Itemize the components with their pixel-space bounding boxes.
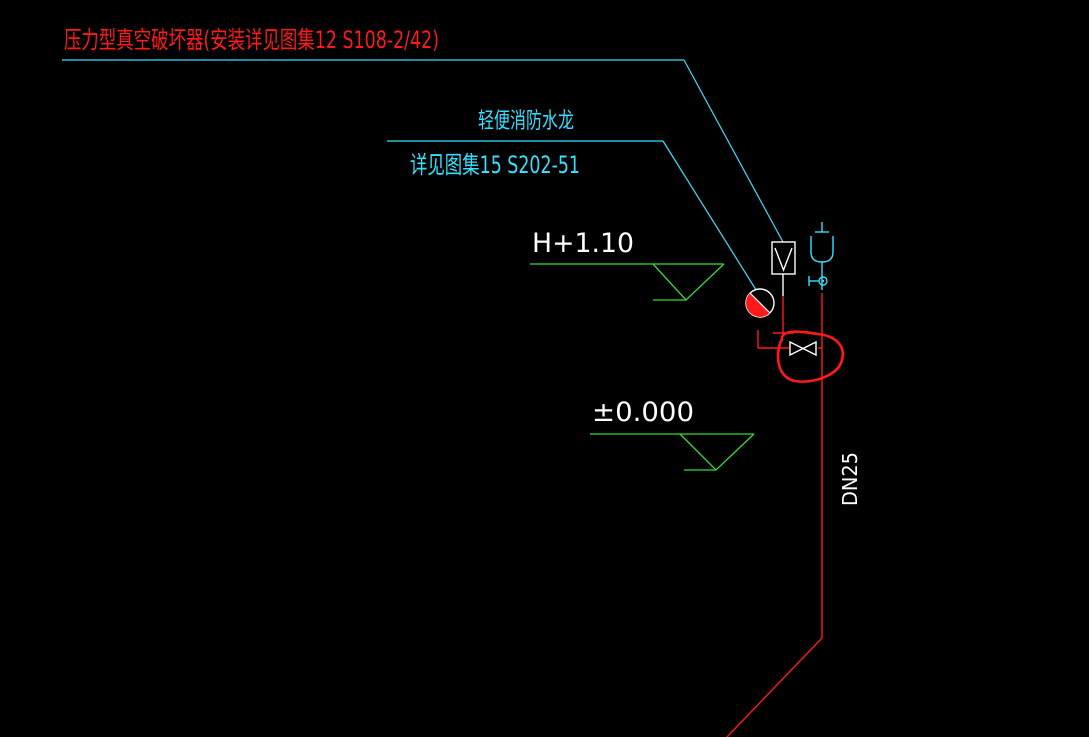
faucet-basin (810, 236, 834, 263)
elevation-floor-label: ±0.000 (592, 397, 694, 428)
vacuum-breaker-symbol-icon (771, 241, 796, 296)
hose-reel-label: 轻便消防水龙 (478, 109, 574, 134)
hose-reel-leader (387, 140, 759, 294)
riser-diagonal-pipe (726, 637, 823, 737)
faucet-symbol-icon (808, 222, 834, 290)
elevation-triangle-floor-icon (679, 433, 755, 471)
vacuum-breaker-v-mark (774, 247, 793, 272)
water-supply-piping (726, 293, 823, 737)
elevation-triangle-upper-icon (652, 263, 725, 301)
gate-valve-right-triangle (801, 340, 817, 357)
vacuum-breaker-label: 压力型真空破坏器(安装详见图集12 S108-2/42) (64, 26, 439, 54)
hose-reel-reference-label: 详见图集15 S202-51 (410, 151, 580, 179)
gate-valve-left-triangle (789, 340, 805, 357)
vacuum-breaker-leader-diagonal (683, 59, 784, 243)
vacuum-breaker-leader (62, 59, 784, 243)
hose-reel-divider (749, 292, 771, 314)
faucet-valve-dot (821, 279, 825, 283)
pipe-size-label: DN25 (838, 452, 862, 506)
fire-hose-reel-symbol-icon (745, 288, 775, 318)
hose-reel-leader-diagonal (662, 140, 759, 294)
hose-reel-fill (746, 293, 770, 317)
elevation-upper-label: H+1.10 (532, 228, 634, 259)
elevation-mark-upper: H+1.10 (530, 228, 725, 301)
gate-valve-symbol-icon (789, 340, 817, 357)
highlight-circle-markup (776, 330, 845, 383)
elevation-mark-floor: ±0.000 (590, 397, 755, 471)
